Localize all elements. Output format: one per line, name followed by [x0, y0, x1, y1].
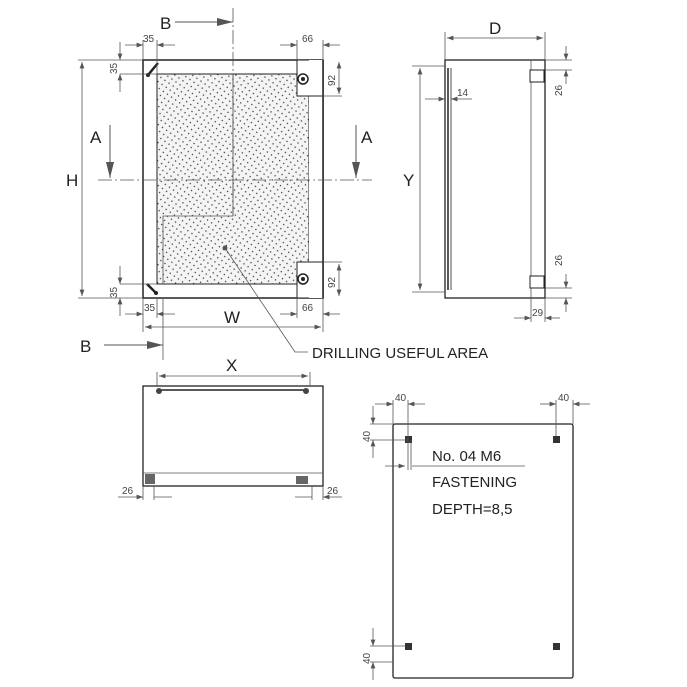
back-view: 40 40 40 40 No. 04 M6 FASTENING DEPTH=8,…: [362, 393, 590, 680]
fastening-hole-icon: [405, 436, 412, 443]
dim-bottom-hinge: 26: [554, 254, 565, 266]
dim-bottom-right-v: 92: [327, 276, 338, 288]
section-a-right-label: A: [361, 128, 373, 147]
fastening-note-line3: DEPTH=8,5: [432, 501, 512, 518]
dim-top-left-h: 35: [143, 34, 155, 45]
fastening-hole-icon: [553, 436, 560, 443]
section-b-bottom-label: B: [80, 337, 91, 356]
dim-bottom-offset: 29: [532, 308, 544, 319]
section-a-left-label: A: [90, 128, 102, 147]
dim-top-left-v: 35: [109, 62, 120, 74]
depth-label: D: [489, 19, 501, 38]
dim-top-hinge: 26: [554, 84, 565, 96]
section-b-top-label: B: [160, 14, 171, 33]
lock-icon: [146, 283, 157, 294]
hinge-icon: [529, 275, 545, 289]
dim-bottom-left-v: 35: [109, 286, 120, 298]
dim-back-top-left-v: 40: [362, 430, 373, 442]
width-label: W: [224, 308, 240, 327]
dim-back-top-left-h: 40: [395, 393, 407, 404]
hinge-icon: [529, 69, 545, 83]
side-view: D Y 14 26 26 29: [403, 19, 572, 322]
dim-top-right-v: 92: [327, 74, 338, 86]
dim-top-view-right: 26: [327, 486, 339, 497]
fastening-hole-icon: [405, 643, 412, 650]
top-width-label: X: [226, 356, 237, 375]
dim-top-right-h: 66: [302, 34, 314, 45]
front-view: A A B B H W 35 35 66 92: [66, 8, 488, 362]
side-height-label: Y: [403, 171, 414, 190]
top-view: X 26 26: [118, 356, 342, 500]
height-label: H: [66, 171, 78, 190]
lock-icon: [147, 62, 159, 76]
fastening-note-line1: No. 04 M6: [432, 448, 501, 465]
dim-bottom-right-h: 66: [302, 303, 314, 314]
dim-back-top-right-h: 40: [558, 393, 570, 404]
dim-door-offset: 14: [457, 88, 469, 99]
dim-bottom-left-h: 35: [144, 303, 156, 314]
dim-back-bottom-left-v: 40: [362, 652, 373, 664]
fastening-note-line2: FASTENING: [432, 474, 517, 491]
fastening-hole-icon: [553, 643, 560, 650]
dim-top-view-left: 26: [122, 486, 134, 497]
drilling-area-callout: DRILLING USEFUL AREA: [312, 345, 488, 362]
